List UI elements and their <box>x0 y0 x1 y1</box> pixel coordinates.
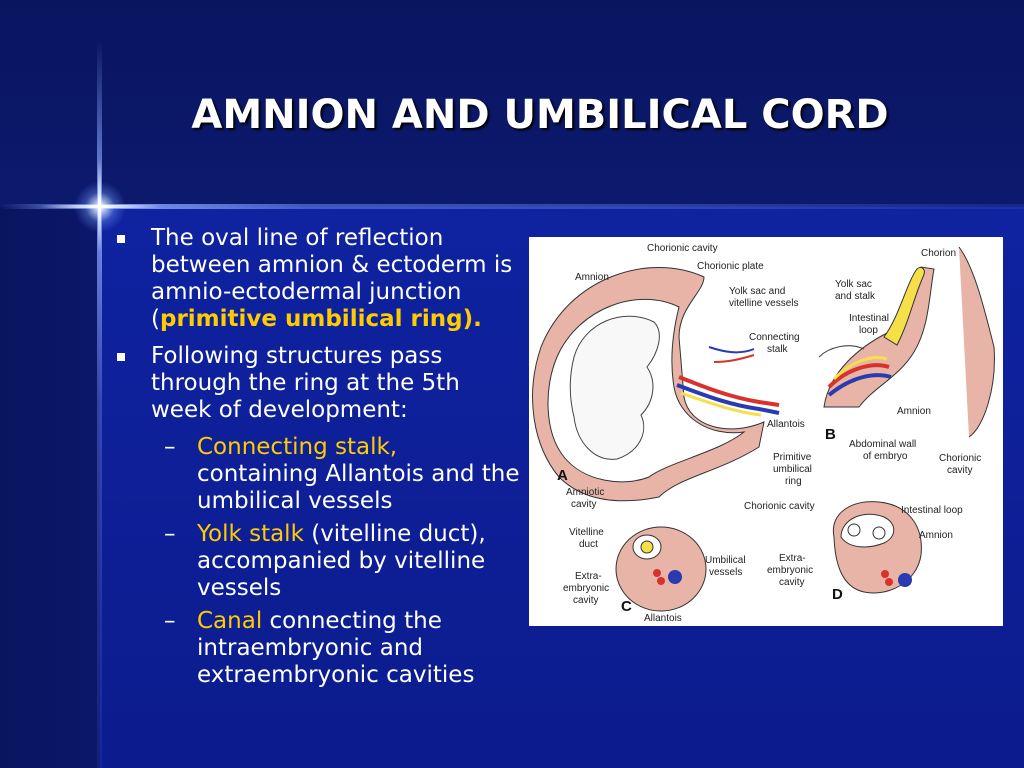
label-allantois-c: Allantois <box>644 613 682 624</box>
panel-d: Intestinal loop Amnion Extra- embryonic … <box>767 501 963 603</box>
label-vessels: vessels <box>709 567 742 578</box>
sub-bullet-item: – Yolk stalk (vitelline duct), accompani… <box>112 521 522 602</box>
label-and-stalk: and stalk <box>835 291 876 302</box>
label-yolk-sac: Yolk sac and <box>729 286 785 297</box>
label-loop: loop <box>859 325 878 336</box>
sparkle-ray-vertical <box>98 160 101 252</box>
sub-bullet-item: – Connecting stalk, containing Allantois… <box>112 434 522 515</box>
label-primitive: Primitive <box>773 452 812 463</box>
label-vitelline: Vitelline <box>569 527 604 538</box>
label-chorion: Chorion <box>921 248 956 259</box>
label-yolk-sac-b: Yolk sac <box>835 279 872 290</box>
dash-icon: – <box>164 521 176 547</box>
sub-bullet-item: – Canal connecting the intraembryonic an… <box>112 608 522 689</box>
title-band <box>0 0 1024 207</box>
label-umbilical: umbilical <box>773 464 812 475</box>
label-amniotic: Amniotic <box>566 487 604 498</box>
embryo-diagram: Chorionic cavity Chorionic plate Amnion … <box>529 237 1003 626</box>
label-vitelline-vessels: vitelline vessels <box>729 298 798 309</box>
label-cavity: cavity <box>571 499 597 510</box>
horizontal-light-line <box>0 204 1024 209</box>
dash-icon: – <box>164 608 176 634</box>
sub-bullet-text: (vitelline duct), accompanied by vitelli… <box>197 521 486 601</box>
slide-title: AMNION AND UMBILICAL CORD <box>191 92 889 138</box>
panel-letter-d: D <box>832 586 843 603</box>
bullet-text: The oval line of reflection between amni… <box>151 225 513 332</box>
label-chorionic-plate: Chorionic plate <box>697 261 764 272</box>
label-cavity-c: cavity <box>573 595 599 606</box>
bullet-item: Following structures pass through the ri… <box>112 343 522 424</box>
sub-bullet-text: connecting the intraembryonic and extrae… <box>197 608 475 688</box>
bullet-square-icon <box>117 235 125 243</box>
panel-letter-a: A <box>557 467 568 484</box>
label-stalk: stalk <box>767 344 789 355</box>
bullet-text: Following structures pass through the ri… <box>151 343 460 423</box>
bullet-list: The oval line of reflection between amni… <box>112 225 522 689</box>
label-ring: ring <box>785 476 802 487</box>
label-embryonic-d: embryonic <box>767 565 813 576</box>
label-connecting: Connecting <box>749 332 800 343</box>
sub-bullet-highlight: Canal <box>197 608 263 634</box>
embryo-shape <box>569 315 660 460</box>
left-band <box>0 207 100 768</box>
panel-letter-b: B <box>825 426 836 443</box>
label-chorionic-b: Chorionic <box>939 453 981 464</box>
label-duct: duct <box>579 539 598 550</box>
sub-bullet-text: containing Allantois and the umbilical v… <box>197 461 520 514</box>
label-of-embryo: of embryo <box>863 451 908 462</box>
label-amnion-d: Amnion <box>919 530 953 541</box>
label-abdominal-wall: Abdominal wall <box>849 439 916 450</box>
bullet-highlight: primitive umbilical ring). <box>159 306 482 332</box>
label-amnion-b: Amnion <box>897 406 931 417</box>
label-extra-c: Extra- <box>575 571 602 582</box>
sub-bullet-highlight: Yolk stalk <box>197 521 304 547</box>
panel-a: Chorionic cavity Chorionic plate Amnion … <box>532 243 815 512</box>
label-intestinal: Intestinal <box>849 313 889 324</box>
panel-c: Vitelline duct Umbilical vessels Extra- … <box>563 526 746 624</box>
sub-bullet-highlight: Connecting stalk, <box>197 434 398 460</box>
label-cavity-d: cavity <box>779 577 805 588</box>
bullet-square-icon <box>117 353 125 361</box>
label-intestinal-loop-d: Intestinal loop <box>901 505 963 516</box>
dash-icon: – <box>164 434 176 460</box>
label-embryonic-c: embryonic <box>563 583 609 594</box>
bullet-item: The oval line of reflection between amni… <box>112 225 522 333</box>
label-chorionic-cavity-bottom: Chorionic cavity <box>744 501 815 512</box>
panel-b: Chorion Yolk sac and stalk Intestinal lo… <box>818 246 995 476</box>
label-extra-d: Extra- <box>779 553 806 564</box>
label-cavity-b: cavity <box>947 465 973 476</box>
panel-letter-c: C <box>621 598 632 615</box>
label-umbilical-vessels: Umbilical <box>705 555 746 566</box>
label-allantois: Allantois <box>767 419 805 430</box>
label-amnion: Amnion <box>575 272 609 283</box>
vertical-light-line <box>97 40 102 768</box>
label-chorionic-cavity: Chorionic cavity <box>647 243 718 254</box>
embryo-diagram-svg: Chorionic cavity Chorionic plate Amnion … <box>532 243 995 624</box>
